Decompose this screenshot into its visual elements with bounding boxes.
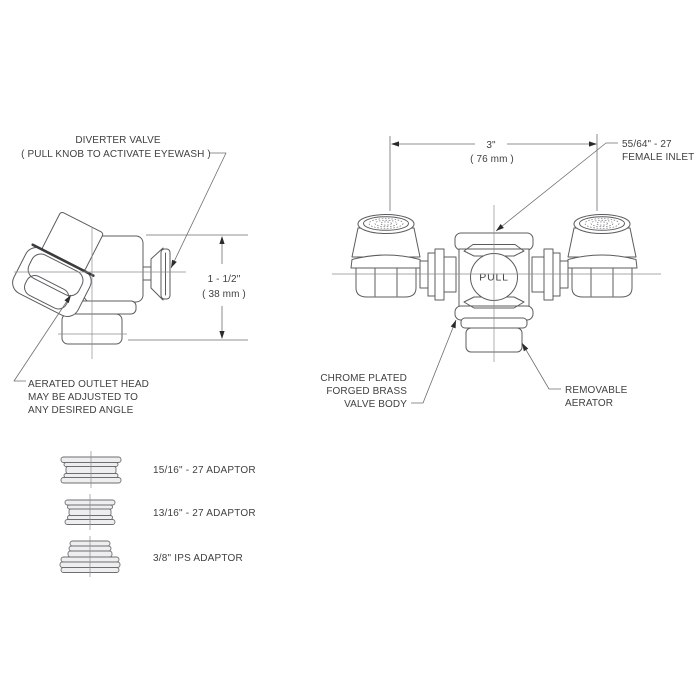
dim-width-imperial: 3"	[486, 140, 496, 151]
aerator-callout-line2: AERATOR	[565, 398, 613, 409]
dim-width-metric: ( 76 mm )	[470, 154, 514, 165]
inlet-callout-line1: 55/64" - 27	[622, 139, 672, 150]
aerated-outlet-head	[12, 211, 104, 317]
diverter-leader-line	[170, 152, 227, 269]
adaptor-3-8-label: 3/8" IPS ADAPTOR	[153, 553, 243, 564]
diverter-leader-arrow	[171, 259, 177, 268]
pull-knob-side	[142, 247, 171, 301]
callout-diverter-valve: DIVERTER VALVE ( PULL KNOB TO ACTIVATE E…	[21, 135, 227, 269]
adaptor-13-16-27: 13/16" - 27 ADAPTOR	[64, 494, 256, 530]
outlet-callout-line3: ANY DESIRED ANGLE	[28, 405, 134, 416]
callout-valve-body: CHROME PLATED FORGED BRASS VALVE BODY	[320, 319, 457, 410]
front-view: PULL 3" ( 76 mm ) 55/64" - 27	[320, 134, 694, 410]
front-view-centerlines	[332, 205, 661, 362]
outlet-callout-line1: AERATED OUTLET HEAD	[28, 379, 149, 390]
outlet-leader-line	[13, 294, 72, 382]
dim-height-imperial: 1 - 1/2"	[208, 274, 241, 285]
side-view-centerlines	[14, 227, 186, 359]
body-callout-line3: VALVE BODY	[344, 399, 407, 410]
diverter-callout-line2: ( PULL KNOB TO ACTIVATE EYEWASH )	[21, 149, 211, 160]
adaptor-15-16-27: 15/16" - 27 ADAPTOR	[60, 451, 256, 488]
head-screen-mesh	[368, 218, 404, 229]
coupling-right	[531, 248, 569, 301]
dim-arrow-up	[219, 236, 225, 244]
dimension-width: 3" ( 76 mm )	[389, 134, 598, 211]
inlet-leader-arrow	[496, 224, 504, 231]
dim-height-metric: ( 38 mm )	[202, 289, 246, 300]
pull-knob-label: PULL	[479, 272, 508, 284]
eyewash-head-right	[566, 214, 638, 298]
dim-arrow-down	[219, 331, 225, 339]
adaptor-15-16-label: 15/16" - 27 ADAPTOR	[153, 465, 256, 476]
body-leader-line	[411, 319, 457, 404]
eyewash-head-left	[350, 214, 422, 298]
side-view: 1 - 1/2" ( 38 mm ) DIVERTER VALVE ( PULL…	[12, 135, 248, 416]
body-callout-line2: FORGED BRASS	[326, 386, 407, 397]
head-hex-nut	[355, 267, 417, 298]
inlet-leader-line	[495, 142, 618, 232]
dim-arrow-left	[391, 141, 399, 147]
diverter-callout-line1: DIVERTER VALVE	[75, 135, 161, 146]
dimension-height: 1 - 1/2" ( 38 mm )	[128, 234, 248, 341]
callout-removable-aerator: REMOVABLE AERATOR	[521, 342, 628, 409]
adaptor-3-8-ips: 3/8" IPS ADAPTOR	[59, 536, 243, 577]
outlet-mesh-edge	[31, 243, 95, 277]
coupling-left	[419, 248, 457, 301]
callout-aerated-outlet: AERATED OUTLET HEAD MAY BE ADJUSTED TO A…	[13, 294, 149, 416]
aerator-callout-line1: REMOVABLE	[565, 385, 628, 396]
adaptor-13-16-label: 13/16" - 27 ADAPTOR	[153, 508, 256, 519]
aerator-leader-line	[521, 342, 561, 390]
body-callout-line1: CHROME PLATED	[320, 373, 407, 384]
outlet-leader-arrow	[64, 295, 71, 304]
body-chamfer-top	[463, 244, 525, 257]
body-leader-arrow	[450, 320, 456, 329]
body-chamfer-bottom	[463, 296, 525, 309]
aerator-leader-arrow	[522, 343, 529, 352]
head-collar	[350, 254, 422, 269]
dim-arrow-right	[589, 141, 597, 147]
callout-female-inlet: 55/64" - 27 FEMALE INLET	[495, 139, 694, 232]
adaptor-list: 15/16" - 27 ADAPTOR 13/16" - 27 ADAPTOR …	[59, 451, 256, 577]
outlet-callout-line2: MAY BE ADJUSTED TO	[28, 392, 138, 403]
inlet-callout-line2: FEMALE INLET	[622, 152, 694, 163]
